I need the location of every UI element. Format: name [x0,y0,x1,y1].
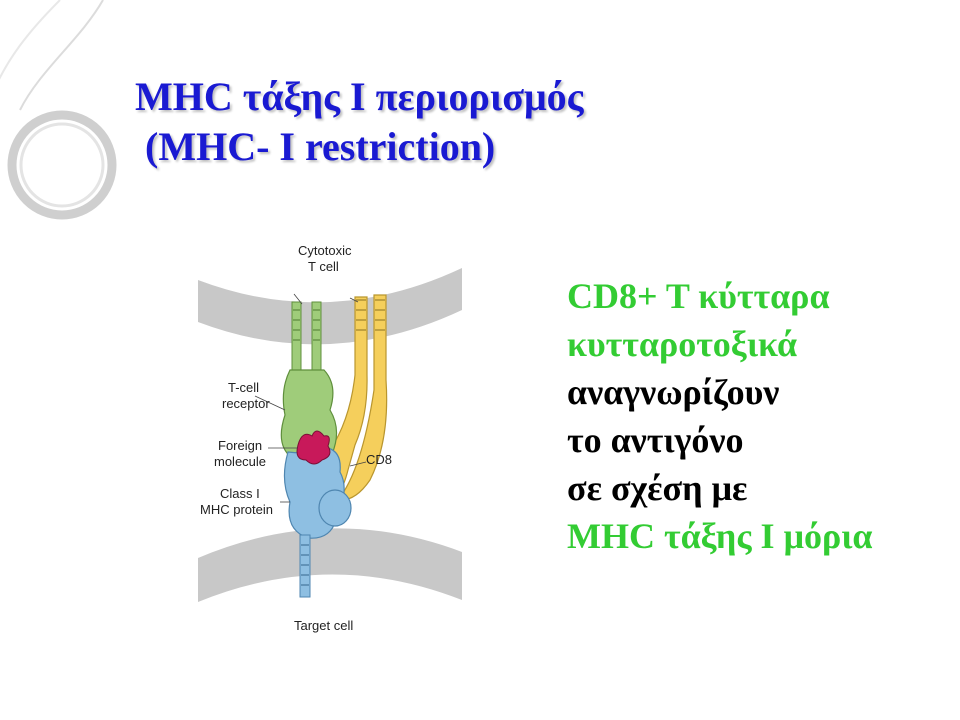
explanation-list: CD8+ T κύτταρα κυτταροτοξικά αναγνωρίζου… [567,272,873,560]
mhc-restriction-diagram: Cytotoxic T cell T-cell receptor Foreign… [198,243,462,633]
label-tcr-1: T-cell [228,380,259,395]
target-cell-membrane [198,528,462,602]
label-foreign-1: Foreign [218,438,262,453]
label-cytotoxic: Cytotoxic [298,243,352,258]
slide-title: MHC τάξης Ι περιορισμός (MHC- I restrict… [135,72,584,172]
title-line-1: MHC τάξης Ι περιορισμός [135,74,584,119]
title-line-2: (MHC- I restriction) [135,124,496,169]
label-tcr-2: receptor [222,396,270,411]
label-class-i-1: Class I [220,486,260,501]
decorative-swirl [0,0,117,720]
list-item: κυτταροτοξικά [567,324,798,364]
foreign-molecule [296,430,331,465]
label-cd8: CD8 [366,452,392,467]
list-item: MHC τάξης Ι μόρια [567,516,873,556]
label-t-cell: T cell [308,259,339,274]
label-foreign-2: molecule [214,454,266,469]
label-target-cell: Target cell [294,618,353,633]
list-item: σε σχέση με [567,468,748,508]
list-item: το αντιγόνο [567,420,744,460]
label-class-i-2: MHC protein [200,502,273,517]
list-item: αναγνωρίζουν [567,372,780,412]
list-item: CD8+ T κύτταρα [567,276,830,316]
t-cell-membrane [198,268,462,345]
